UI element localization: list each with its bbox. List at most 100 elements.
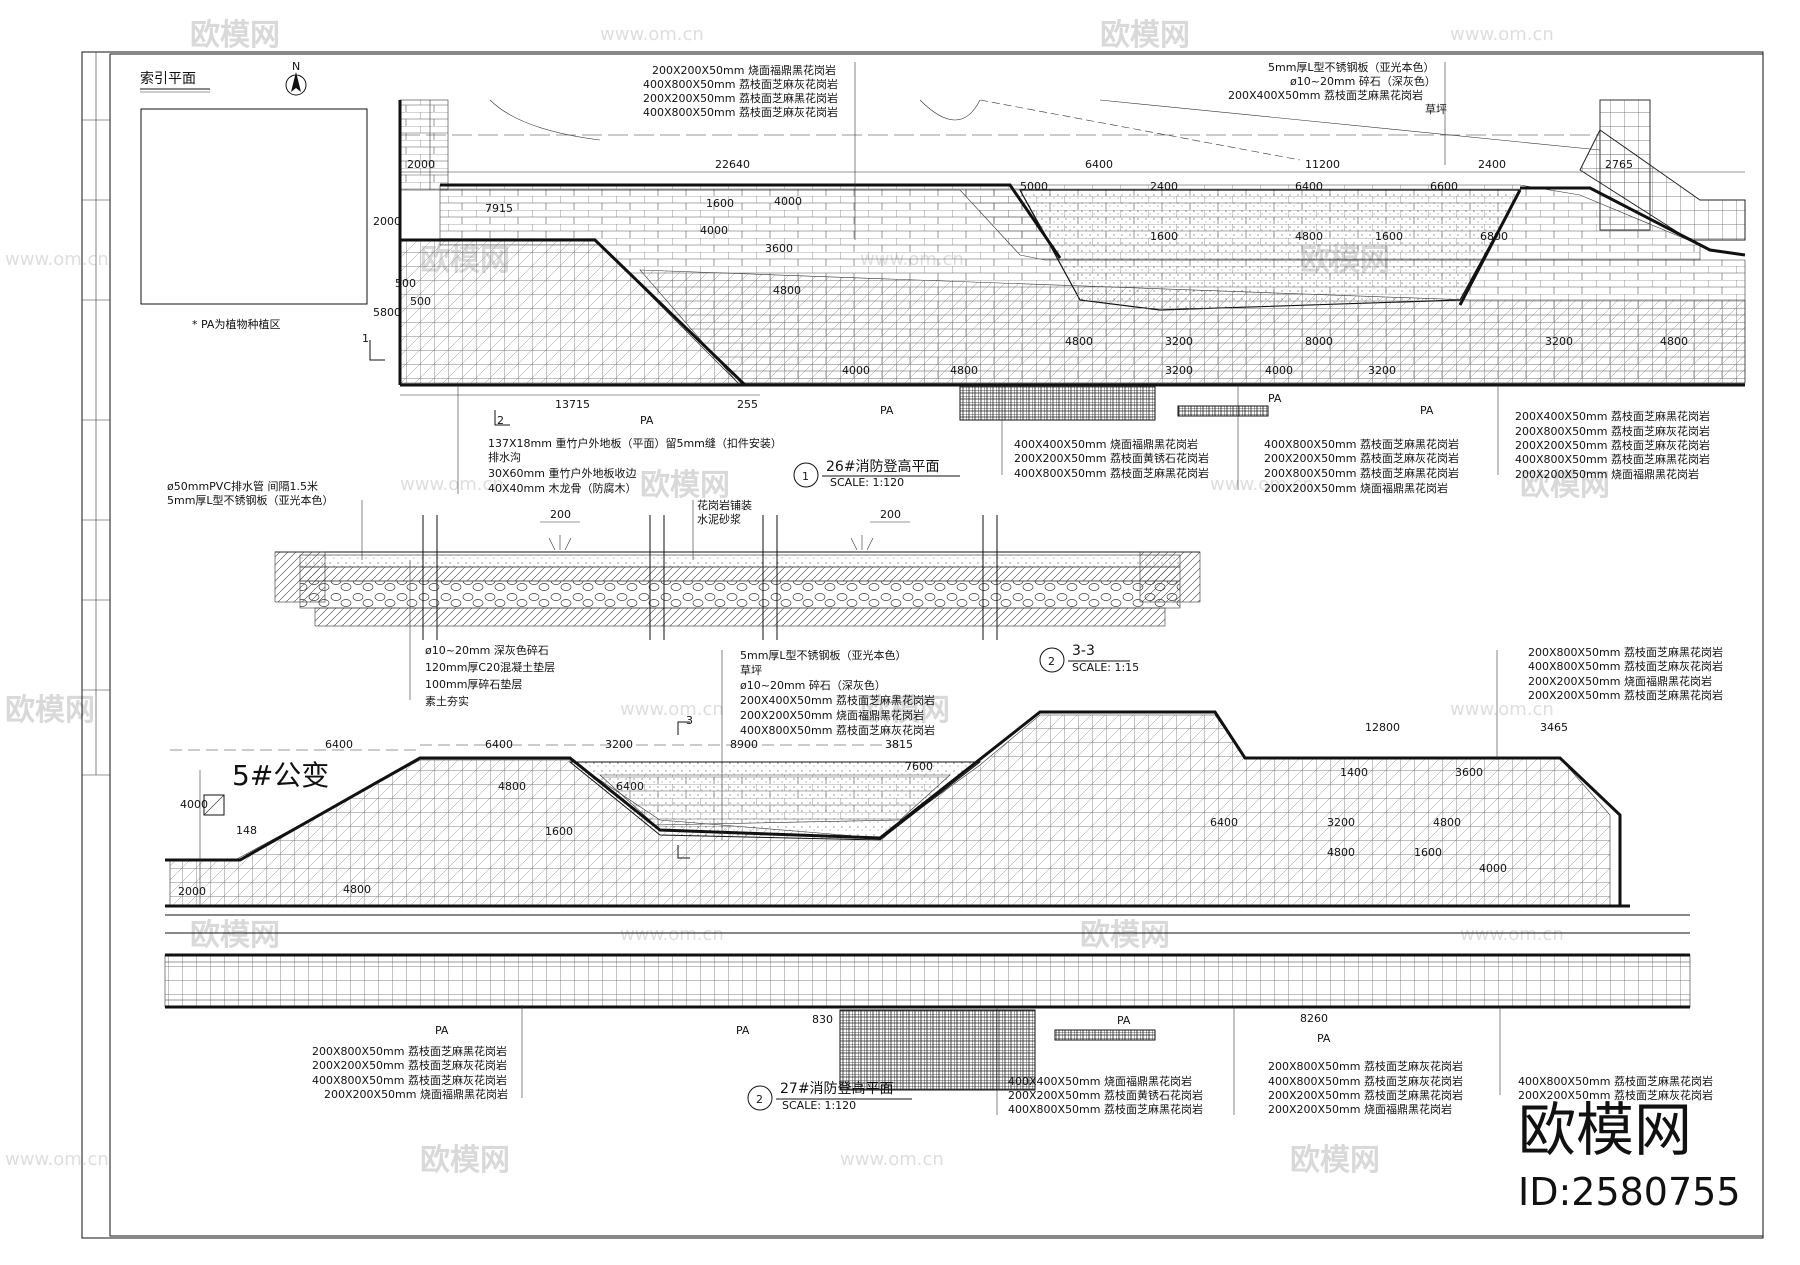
svg-text:200X200X50mm 烧面福鼎黑花岗岩: 200X200X50mm 烧面福鼎黑花岗岩 bbox=[1515, 467, 1699, 481]
dim-label: 4800 bbox=[1327, 846, 1355, 859]
dim-label: 5800 bbox=[373, 306, 401, 319]
watermark-url: www.om.cn bbox=[840, 1149, 944, 1170]
svg-text:花岗岩铺装: 花岗岩铺装 bbox=[697, 498, 752, 512]
dim-label: 4800 bbox=[773, 284, 801, 297]
dim-label: 3465 bbox=[1540, 721, 1568, 734]
watermark-brand: 欧模网 bbox=[1290, 1143, 1380, 1178]
dim-label: 4000 bbox=[700, 224, 728, 237]
svg-text:1: 1 bbox=[362, 332, 369, 345]
north-arrow-icon: N bbox=[285, 60, 307, 96]
svg-text:200X200X50mm 荔枝面芝麻黑花岗岩: 200X200X50mm 荔枝面芝麻黑花岗岩 bbox=[1268, 1088, 1463, 1102]
dim-label: 3200 bbox=[1165, 335, 1193, 348]
svg-text:ø10~20mm 碎石（深灰色）: ø10~20mm 碎石（深灰色） bbox=[740, 678, 886, 692]
dim-label: 4000 bbox=[180, 798, 208, 811]
dim-label: 200 bbox=[550, 508, 571, 521]
svg-text:欧模网: 欧模网 bbox=[1518, 1096, 1692, 1164]
plan-26-drawing: 1 2 bbox=[362, 99, 1746, 427]
svg-text:400X800X50mm 荔枝面芝麻黑花岗岩: 400X800X50mm 荔枝面芝麻黑花岗岩 bbox=[1264, 437, 1459, 451]
dim-label: 5000 bbox=[1020, 180, 1048, 193]
dim-label: 22640 bbox=[715, 158, 750, 171]
svg-text:137X18mm 重竹户外地板（平面）留5mm缝（扣件安装）: 137X18mm 重竹户外地板（平面）留5mm缝（扣件安装） bbox=[488, 436, 782, 450]
watermark-url: www.om.cn bbox=[1450, 24, 1554, 45]
index-plan: 索引平面 N * PA为植物种植区 bbox=[140, 60, 368, 331]
dim-label: 2765 bbox=[1605, 158, 1633, 171]
svg-text:200X200X50mm 荔枝面芝麻灰花岗岩: 200X200X50mm 荔枝面芝麻灰花岗岩 bbox=[312, 1058, 507, 1072]
plan-27-title: 27#消防登高平面 bbox=[780, 1080, 894, 1097]
svg-text:400X800X50mm 荔枝面芝麻灰花岗岩: 400X800X50mm 荔枝面芝麻灰花岗岩 bbox=[643, 77, 838, 91]
svg-text:2: 2 bbox=[756, 1093, 763, 1106]
dim-label: 3200 bbox=[1165, 364, 1193, 377]
label-5-transformer: 5#公变 bbox=[232, 759, 329, 792]
svg-text:ø10~20mm 深灰色碎石: ø10~20mm 深灰色碎石 bbox=[425, 643, 549, 657]
dim-label: 6800 bbox=[1480, 230, 1508, 243]
watermark-url: www.om.cn bbox=[620, 924, 724, 945]
svg-text:200X200X50mm 荔枝面芝麻黑花岗岩: 200X200X50mm 荔枝面芝麻黑花岗岩 bbox=[1528, 688, 1723, 702]
svg-text:草坪: 草坪 bbox=[1425, 103, 1447, 116]
svg-text:400X800X50mm 荔枝面芝麻灰花岗岩: 400X800X50mm 荔枝面芝麻灰花岗岩 bbox=[1528, 659, 1723, 673]
watermark-brand: 欧模网 bbox=[1080, 918, 1170, 953]
index-plan-title: 索引平面 bbox=[140, 70, 196, 87]
dim-label: 7600 bbox=[905, 760, 933, 773]
dim-label: 8260 bbox=[1300, 1012, 1328, 1025]
svg-text:200X800X50mm 荔枝面芝麻灰花岗岩: 200X800X50mm 荔枝面芝麻灰花岗岩 bbox=[1268, 1059, 1463, 1073]
section-3-3-title: 3-3 bbox=[1072, 643, 1095, 659]
plan-27-callouts: 5mm厚L型不锈钢板（亚光本色） 草坪 ø10~20mm 碎石（深灰色） 200… bbox=[312, 645, 1723, 1116]
plan-27-dimensions: 6400 6400 3200 8900 3815 12800 3465 4800… bbox=[178, 721, 1568, 1045]
svg-text:200X200X50mm 荔枝面芝麻灰花岗岩: 200X200X50mm 荔枝面芝麻灰花岗岩 bbox=[1264, 451, 1459, 465]
svg-text:400X800X50mm 荔枝面芝麻黑花岗岩: 400X800X50mm 荔枝面芝麻黑花岗岩 bbox=[1518, 1074, 1713, 1088]
dim-label: 1600 bbox=[706, 197, 734, 210]
svg-text:200X200X50mm 烧面福鼎黑花岗岩: 200X200X50mm 烧面福鼎黑花岗岩 bbox=[652, 63, 836, 77]
svg-text:400X800X50mm 荔枝面芝麻黑花岗岩: 400X800X50mm 荔枝面芝麻黑花岗岩 bbox=[1008, 1102, 1203, 1116]
dim-label: 6400 bbox=[325, 738, 353, 751]
dim-label: 8900 bbox=[730, 738, 758, 751]
dim-label: 200 bbox=[880, 508, 901, 521]
dim-label: 3200 bbox=[1368, 364, 1396, 377]
dim-label: 4800 bbox=[1660, 335, 1688, 348]
dim-label: 7915 bbox=[485, 202, 513, 215]
plan-26-title: 26#消防登高平面 bbox=[826, 458, 940, 475]
watermark-url: www.om.cn bbox=[5, 1149, 109, 1170]
watermark-url: www.om.cn bbox=[1450, 699, 1554, 720]
watermark-url: www.om.cn bbox=[1210, 474, 1314, 495]
plan-26-callouts: 200X200X50mm 烧面福鼎黑花岗岩 400X800X50mm 荔枝面芝麻… bbox=[457, 60, 1710, 495]
dim-label: 6400 bbox=[485, 738, 513, 751]
svg-text:200X200X50mm 荔枝面芝麻灰花岗岩: 200X200X50mm 荔枝面芝麻灰花岗岩 bbox=[1515, 438, 1710, 452]
svg-text:ø50mmPVC排水管 间隔1.5米: ø50mmPVC排水管 间隔1.5米 bbox=[167, 479, 318, 493]
svg-text:5mm厚L型不锈钢板（亚光本色）: 5mm厚L型不锈钢板（亚光本色） bbox=[167, 493, 334, 507]
dim-label: 4000 bbox=[774, 195, 802, 208]
dim-label: 1600 bbox=[545, 825, 573, 838]
svg-text:200X400X50mm 荔枝面芝麻黑花岗岩: 200X400X50mm 荔枝面芝麻黑花岗岩 bbox=[1228, 88, 1423, 102]
dim-label: 13715 bbox=[555, 398, 590, 411]
watermark-url: www.om.cn bbox=[620, 699, 724, 720]
svg-text:2: 2 bbox=[1048, 655, 1055, 668]
dim-label: 4800 bbox=[950, 364, 978, 377]
svg-text:200X200X50mm 烧面福鼎黑花岗岩: 200X200X50mm 烧面福鼎黑花岗岩 bbox=[740, 708, 924, 722]
dim-label: 6400 bbox=[1210, 816, 1238, 829]
dim-label: 500 bbox=[410, 295, 431, 308]
svg-text:200X800X50mm 荔枝面芝麻黑花岗岩: 200X800X50mm 荔枝面芝麻黑花岗岩 bbox=[1264, 466, 1459, 480]
svg-text:水泥砂浆: 水泥砂浆 bbox=[697, 512, 741, 526]
svg-text:素土夯实: 素土夯实 bbox=[425, 694, 469, 708]
watermark-brand: 欧模网 bbox=[420, 1143, 510, 1178]
svg-text:200X200X50mm 烧面福鼎黑花岗岩: 200X200X50mm 烧面福鼎黑花岗岩 bbox=[324, 1087, 508, 1101]
watermark-logo: 欧模网 ID:2580755 bbox=[1518, 1096, 1741, 1214]
svg-text:200X400X50mm 荔枝面芝麻黑花岗岩: 200X400X50mm 荔枝面芝麻黑花岗岩 bbox=[740, 693, 935, 707]
dim-label: 4800 bbox=[1295, 230, 1323, 243]
svg-text:200X200X50mm 烧面福鼎黑花岗岩: 200X200X50mm 烧面福鼎黑花岗岩 bbox=[1268, 1102, 1452, 1116]
watermark-brand: 欧模网 bbox=[640, 468, 730, 503]
grass-icon bbox=[548, 535, 874, 551]
svg-text:ø10~20mm 碎石（深灰色）: ø10~20mm 碎石（深灰色） bbox=[1290, 74, 1436, 88]
watermark-brand: 欧模网 bbox=[5, 693, 95, 728]
svg-text:SCALE: 1:120: SCALE: 1:120 bbox=[782, 1099, 856, 1112]
svg-text:400X800X50mm 荔枝面芝麻灰花岗岩: 400X800X50mm 荔枝面芝麻灰花岗岩 bbox=[740, 723, 935, 737]
watermark-id: ID:2580755 bbox=[1518, 1170, 1741, 1214]
svg-text:200X200X50mm 荔枝面黄锈石花岗岩: 200X200X50mm 荔枝面黄锈石花岗岩 bbox=[1014, 451, 1209, 465]
dim-label: 3200 bbox=[605, 738, 633, 751]
dim-label: 1600 bbox=[1414, 846, 1442, 859]
dim-label: 4800 bbox=[498, 780, 526, 793]
svg-text:草坪: 草坪 bbox=[740, 664, 762, 677]
svg-text:200X200X50mm 烧面福鼎黑花岗岩: 200X200X50mm 烧面福鼎黑花岗岩 bbox=[1264, 481, 1448, 495]
dim-label: 830 bbox=[812, 1013, 833, 1026]
watermark-brand: 欧模网 bbox=[190, 918, 280, 953]
